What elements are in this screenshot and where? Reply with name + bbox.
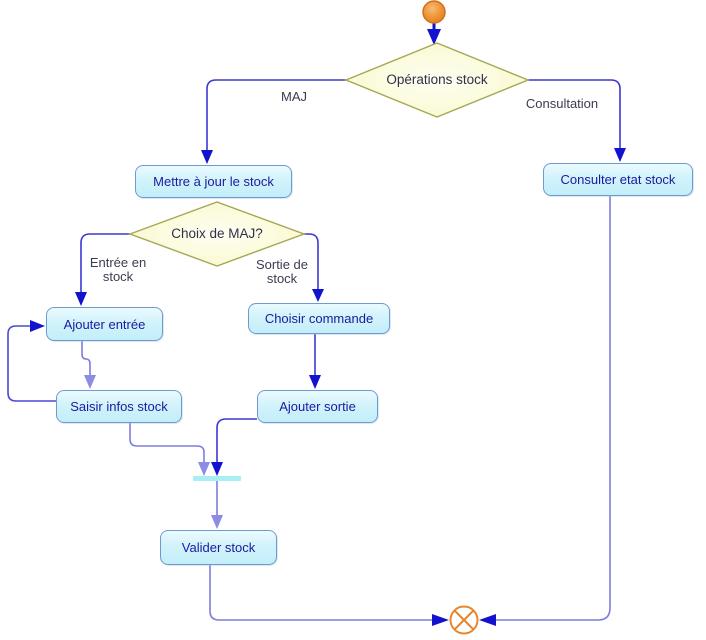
activity-label: Mettre à jour le stock xyxy=(153,174,274,189)
decision-operations-stock-shape[interactable] xyxy=(344,42,530,118)
activity-ajouter-sortie[interactable]: Ajouter sortie xyxy=(257,390,378,423)
guard-label-consultation: Consultation xyxy=(525,96,599,111)
edge-choisir-to-ajouter-sortie xyxy=(309,334,321,389)
join-sync-bar[interactable] xyxy=(193,476,241,481)
edge-join-bar-to-valider xyxy=(211,481,223,529)
edge-valider-to-end xyxy=(209,565,449,626)
edge-start-to-operations xyxy=(427,23,441,45)
activity-label: Ajouter sortie xyxy=(279,399,356,414)
edge-saisir-loop-to-ajouter-entree xyxy=(7,320,56,402)
activity-label: Consulter etat stock xyxy=(560,172,676,187)
activity-saisir-infos-stock[interactable]: Saisir infos stock xyxy=(56,390,182,423)
activity-label: Choisir commande xyxy=(264,311,374,326)
edge-choix-to-choisir-commande xyxy=(304,233,324,302)
activity-consulter-etat-stock[interactable]: Consulter etat stock xyxy=(543,163,693,196)
activity-label: Saisir infos stock xyxy=(70,399,168,414)
edge-choix-to-ajouter-entree xyxy=(75,233,130,306)
decision-choix-de-maj-shape[interactable] xyxy=(127,201,307,267)
activity-label: Valider stock xyxy=(181,540,256,555)
guard-label-sortie-de-stock: Sortie de stock xyxy=(255,257,309,286)
activity-mettre-a-jour-le-stock[interactable]: Mettre à jour le stock xyxy=(135,165,292,198)
edge-operations-to-mettre-a-jour xyxy=(201,79,346,164)
guard-label-entree-en-stock: Entrée en stock xyxy=(89,255,147,284)
activity-valider-stock[interactable]: Valider stock xyxy=(160,530,277,565)
activity-label: Ajouter entrée xyxy=(63,316,146,332)
edge-consulter-to-end xyxy=(479,196,611,626)
activity-choisir-commande[interactable]: Choisir commande xyxy=(248,303,390,334)
guard-label-maj: MAJ xyxy=(281,89,307,104)
final-node-icon[interactable] xyxy=(449,605,479,635)
decision-choix-de-maj-label: Choix de MAJ? xyxy=(171,226,263,241)
edge-ajouter-sortie-to-join-bar xyxy=(211,418,257,476)
activity-ajouter-entree[interactable]: Ajouter entrée xyxy=(46,307,163,341)
initial-node-icon[interactable] xyxy=(422,0,446,24)
edge-saisir-to-join-bar xyxy=(129,423,210,476)
decision-operations-stock-label: Opérations stock xyxy=(386,72,488,87)
edge-operations-to-consulter xyxy=(528,79,626,162)
edge-ajouter-entree-to-saisir xyxy=(81,341,96,389)
